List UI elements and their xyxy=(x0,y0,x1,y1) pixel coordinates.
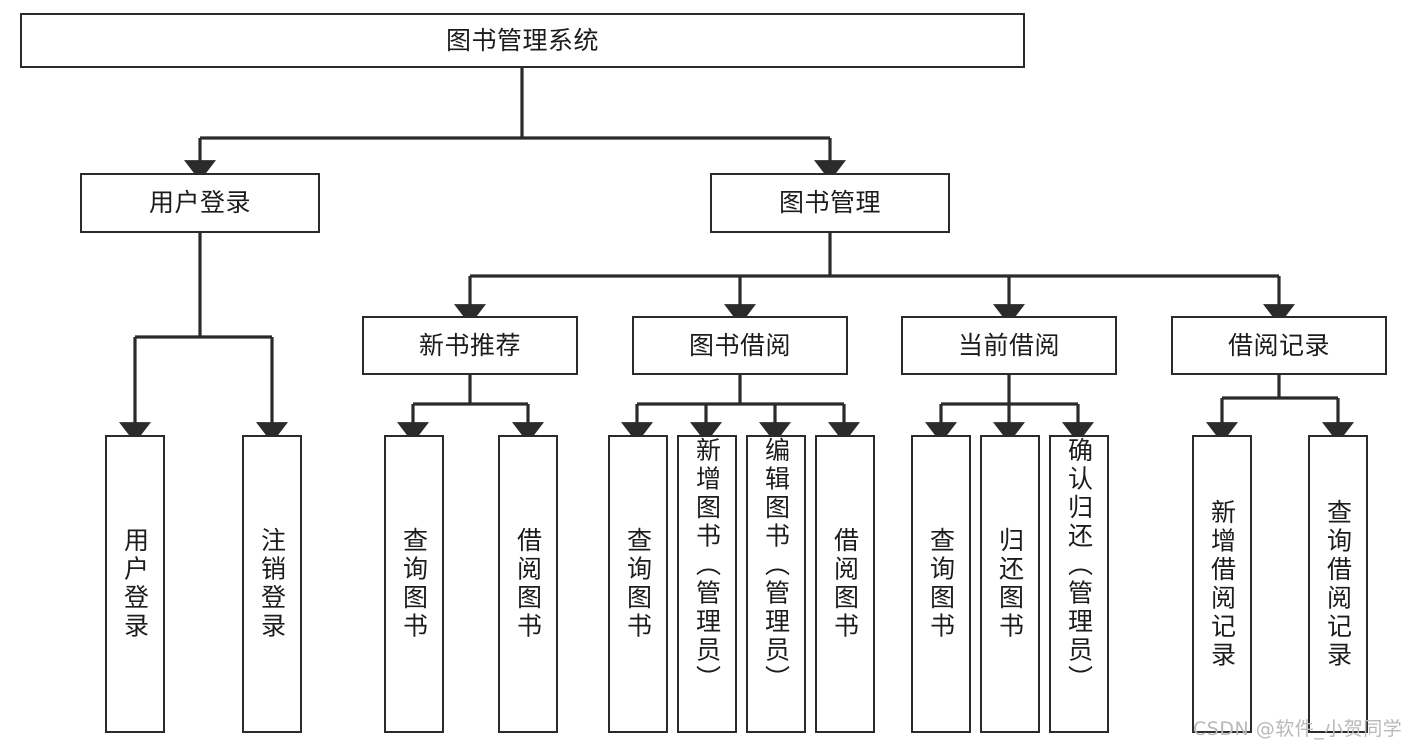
leaf-edit-book-admin[interactable]: 编辑图书（管理员） xyxy=(746,435,806,733)
leaf-query-book-current[interactable]: 查询图书 xyxy=(911,435,971,733)
leaf-borrow-book[interactable]: 借阅图书 xyxy=(815,435,875,733)
node-label: 查询图书 xyxy=(399,527,429,641)
node-label: 当前借阅 xyxy=(957,330,1060,360)
node-new-book-recommend[interactable]: 新书推荐 xyxy=(362,316,578,375)
node-label: 注销登录 xyxy=(257,527,287,641)
leaf-borrow-book-newbook[interactable]: 借阅图书 xyxy=(498,435,558,733)
node-borrow-record[interactable]: 借阅记录 xyxy=(1171,316,1387,375)
node-label: 图书管理 xyxy=(778,188,881,218)
node-label: 归还图书 xyxy=(995,527,1025,641)
node-label: 图书管理系统 xyxy=(445,25,599,55)
node-label: 查询借阅记录 xyxy=(1323,498,1353,670)
node-label: 用户登录 xyxy=(120,527,150,641)
node-label: 确认归还（管理员） xyxy=(1064,437,1094,694)
watermark-text: CSDN @软件_小贺同学 xyxy=(1193,718,1403,740)
node-label: 新书推荐 xyxy=(418,330,521,360)
leaf-query-book-borrow[interactable]: 查询图书 xyxy=(608,435,668,733)
leaf-logout[interactable]: 注销登录 xyxy=(242,435,302,733)
node-book-management[interactable]: 图书管理 xyxy=(710,173,950,233)
node-label: 借阅图书 xyxy=(830,527,860,641)
node-label: 查询图书 xyxy=(926,527,956,641)
leaf-query-book-newbook[interactable]: 查询图书 xyxy=(384,435,444,733)
leaf-user-login[interactable]: 用户登录 xyxy=(105,435,165,733)
node-label: 用户登录 xyxy=(148,188,251,218)
node-label: 图书借阅 xyxy=(688,330,791,360)
node-user-login[interactable]: 用户登录 xyxy=(80,173,320,233)
leaf-add-book-admin[interactable]: 新增图书（管理员） xyxy=(677,435,737,733)
node-label: 新增图书（管理员） xyxy=(692,437,722,694)
node-current-borrow[interactable]: 当前借阅 xyxy=(901,316,1117,375)
node-label: 借阅记录 xyxy=(1227,330,1330,360)
node-label: 编辑图书（管理员） xyxy=(761,437,791,694)
node-label: 借阅图书 xyxy=(513,527,543,641)
leaf-return-book[interactable]: 归还图书 xyxy=(980,435,1040,733)
leaf-add-borrow-record[interactable]: 新增借阅记录 xyxy=(1192,435,1252,733)
node-label: 新增借阅记录 xyxy=(1207,498,1237,670)
node-root-system[interactable]: 图书管理系统 xyxy=(20,13,1025,68)
node-label: 查询图书 xyxy=(623,527,653,641)
leaf-query-borrow-record[interactable]: 查询借阅记录 xyxy=(1308,435,1368,733)
node-book-borrow[interactable]: 图书借阅 xyxy=(632,316,848,375)
leaf-confirm-return-admin[interactable]: 确认归还（管理员） xyxy=(1049,435,1109,733)
